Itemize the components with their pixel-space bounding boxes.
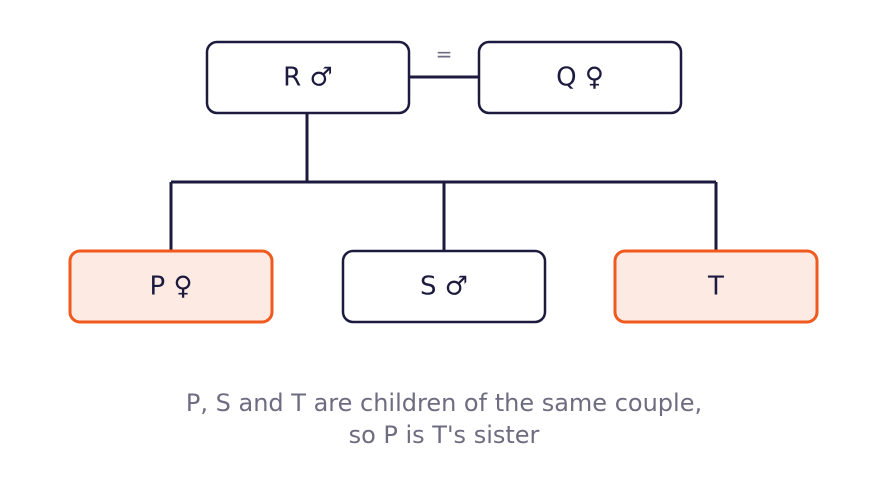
mother-node: Q ♀ <box>477 40 683 115</box>
mother-label: Q ♀ <box>556 63 604 93</box>
child-label-p: P ♀ <box>150 272 193 302</box>
father-box <box>205 40 411 115</box>
connector-lines <box>169 75 718 250</box>
child-label-s: S ♂ <box>420 272 468 302</box>
caption-line-2: so P is T's sister <box>349 421 540 449</box>
child-node-t: T <box>613 249 819 324</box>
child-label-t: T <box>707 272 724 302</box>
father-label: R ♂ <box>283 63 333 93</box>
child-box-p <box>68 249 274 324</box>
child-box-t <box>613 249 819 324</box>
father-node: R ♂ <box>205 40 411 115</box>
marriage-symbol: = <box>436 42 453 66</box>
caption-line-1: P, S and T are children of the same coup… <box>186 389 702 417</box>
mother-box <box>477 40 683 115</box>
child-node-s: S ♂ <box>341 249 547 324</box>
child-node-p: P ♀ <box>68 249 274 324</box>
child-box-s <box>341 249 547 324</box>
